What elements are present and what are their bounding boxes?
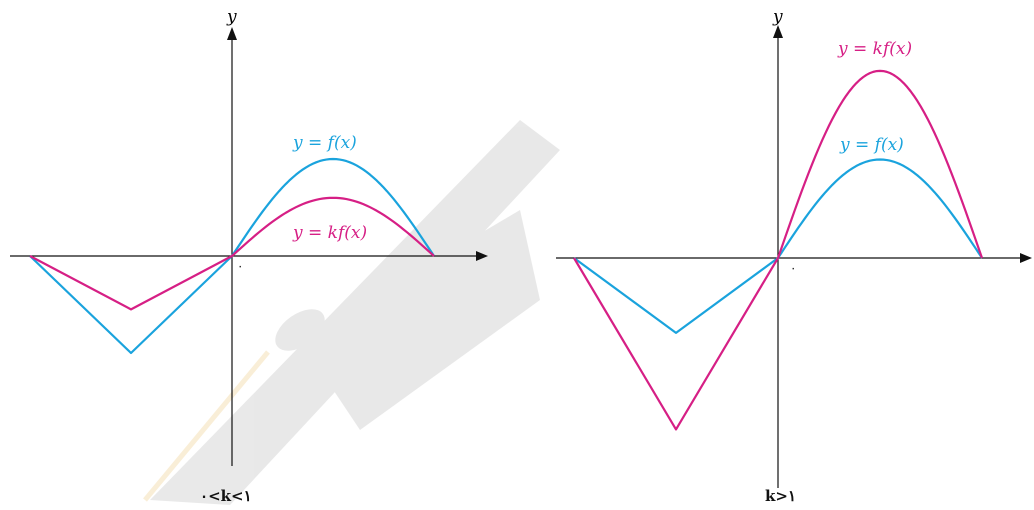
y-axis-label: y xyxy=(772,7,783,27)
y-axis-arrowhead xyxy=(227,27,237,40)
f-curve-label: y = f(x) xyxy=(839,135,904,155)
kf-curve xyxy=(573,69,984,431)
y-axis-label: y xyxy=(226,7,237,27)
condition-caption: ٠<k<١ xyxy=(200,487,252,505)
kf-curve xyxy=(29,196,435,311)
origin-label: ٠ xyxy=(790,261,796,275)
kf-curve-label: y = kf(x) xyxy=(837,39,912,59)
f-curve xyxy=(29,157,435,355)
f-curve-label: y = f(x) xyxy=(292,133,357,153)
watermark xyxy=(150,120,560,505)
kf-curve-label: y = kf(x) xyxy=(292,223,367,243)
left-panel: y ٠ y = f(x) y = kf(x) ٠<k<١ xyxy=(10,7,488,505)
origin-label: ٠ xyxy=(237,259,243,273)
right-panel: y ٠ y = f(x) y = kf(x) k>١ xyxy=(556,7,1032,505)
x-axis-arrowhead xyxy=(476,251,488,261)
y-axis-arrowhead xyxy=(773,25,783,38)
f-curve xyxy=(573,158,983,334)
condition-caption: k>١ xyxy=(765,487,796,505)
watermark-stroke xyxy=(143,350,270,502)
x-axis-arrowhead xyxy=(1020,253,1032,263)
